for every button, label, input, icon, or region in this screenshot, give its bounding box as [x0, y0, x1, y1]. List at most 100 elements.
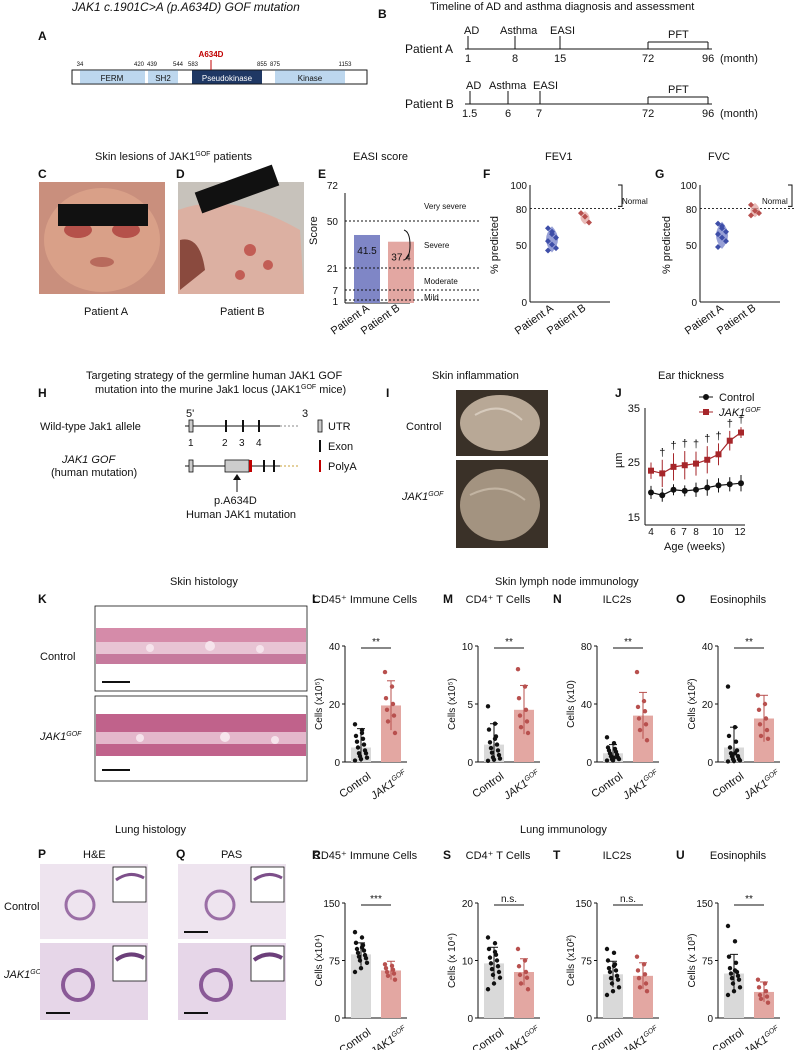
g-ytick-0: 0: [691, 298, 697, 309]
panel-f: F FEV1 % predicted 100 80 50 0 Normal Pa…: [483, 151, 648, 337]
panel-a: A JAK1 c.1901C>A (p.A634D) GOF mutation …: [38, 0, 368, 85]
mini-point: [757, 992, 763, 998]
mini-point: [392, 977, 398, 982]
mini-ytick-label: 40: [581, 700, 593, 711]
band-moderate: Moderate: [424, 277, 458, 286]
j-sig-mark: †: [738, 414, 744, 426]
g-point: [752, 207, 758, 214]
mini-point: [604, 735, 610, 740]
mini-point: [615, 977, 621, 982]
event-pft-b: PFT: [668, 84, 689, 96]
panels-cd: Skin lesions of JAK1GOF patients C D Pat…: [38, 151, 304, 318]
mini-point: [726, 733, 732, 739]
mini-point: [382, 962, 388, 967]
mini-point: [485, 987, 491, 992]
mini-point: [762, 981, 768, 986]
j-point-gof: [670, 463, 677, 470]
mini-point: [494, 958, 500, 963]
mini-point: [518, 981, 524, 986]
mini-point: [522, 958, 528, 963]
j-point-gof: [648, 467, 654, 474]
mini-point: [642, 709, 648, 714]
mini-sig-r: ***: [370, 894, 382, 905]
mini-point: [611, 740, 617, 746]
mini-point: [732, 968, 738, 973]
mini-sig-m: **: [505, 637, 513, 648]
time-a-unit: (month): [720, 53, 758, 65]
panel-label-d: D: [176, 167, 185, 181]
ru-title: Lung immunology: [520, 824, 607, 836]
j-xtick-6: 6: [670, 527, 676, 538]
mini-point: [641, 698, 647, 704]
patient-b-label: Patient B: [405, 97, 454, 111]
time-b-1: 6: [505, 108, 511, 120]
mini-point: [354, 946, 360, 952]
j-point-gof: [726, 437, 733, 444]
mini-point: [604, 946, 610, 952]
tick-544: 544: [173, 62, 184, 68]
h-exon-2: 2: [222, 438, 228, 449]
j-point-control: [648, 489, 654, 496]
mini-xlabel-control: Control: [337, 1026, 373, 1050]
mini-ytick-label: 75: [581, 957, 593, 968]
panel-e: E EASI score Score 72 50 21 7 1 41.537.4…: [308, 151, 480, 337]
mini-point: [497, 756, 503, 761]
panel-label-o: O: [676, 592, 685, 606]
j-ytick-15: 15: [628, 512, 640, 524]
mini-title-s: CD4⁺ T Cells: [466, 850, 531, 862]
mini-point: [383, 696, 389, 701]
f-point: [553, 245, 559, 252]
mini-ylabel-s: Cells (x 10⁴): [447, 933, 458, 988]
mini-point: [525, 730, 531, 736]
mini-xlabel-gof: JAK1GOF: [741, 1024, 783, 1050]
mini-point: [729, 975, 735, 981]
e-ytick-50: 50: [327, 217, 339, 228]
f-point: [549, 228, 555, 235]
mini-point: [517, 713, 523, 718]
h-mut-1: p.A634D: [214, 495, 257, 507]
mini-point: [764, 994, 770, 999]
event-pft-a: PFT: [668, 29, 689, 41]
f-normal-bracket: [618, 184, 623, 207]
g-ylabel: % predicted: [661, 216, 673, 274]
domain-sh2: SH2: [155, 74, 171, 83]
mini-point: [735, 973, 741, 979]
g-title: FVC: [708, 151, 730, 163]
j-sig-mark: †: [670, 440, 676, 452]
mini-point: [725, 992, 731, 998]
mini-title-l: CD45⁺ Immune Cells: [313, 594, 418, 606]
mini-point: [608, 975, 614, 981]
mini-point: [364, 960, 370, 965]
panel-label-s: S: [443, 848, 451, 862]
e-bar-label-1: 41.5: [357, 246, 377, 257]
mini-point: [353, 940, 359, 946]
mini-point: [757, 722, 763, 727]
g-point: [719, 222, 725, 229]
mini-point: [385, 973, 391, 979]
i-gof: JAK1GOF: [401, 491, 444, 503]
mini-point: [730, 981, 736, 986]
mini-point: [765, 1000, 771, 1005]
mini-point: [732, 725, 738, 730]
mini-point: [352, 969, 358, 975]
e-ytick-1: 1: [332, 297, 338, 308]
mini-point: [733, 960, 739, 965]
panel-b: B Timeline of AD and asthma diagnosis an…: [378, 1, 758, 120]
i-control: Control: [406, 421, 441, 433]
mini-point: [756, 985, 762, 990]
mini-ytick-label: 0: [707, 1014, 713, 1025]
tick-34: 34: [77, 62, 84, 68]
mini-point: [392, 730, 398, 736]
panel-label-l: L: [312, 592, 319, 606]
mini-xlabel-gof: JAK1GOF: [501, 1024, 543, 1050]
mini-ytick-label: 75: [702, 957, 714, 968]
g-point: [719, 234, 725, 241]
mini-sig-l: **: [372, 637, 380, 648]
mini-point: [492, 721, 498, 726]
mini-point: [755, 693, 761, 698]
mini-point: [644, 988, 650, 994]
j-ytick-35: 35: [628, 403, 640, 415]
mini-title-n: ILC2s: [603, 594, 632, 606]
